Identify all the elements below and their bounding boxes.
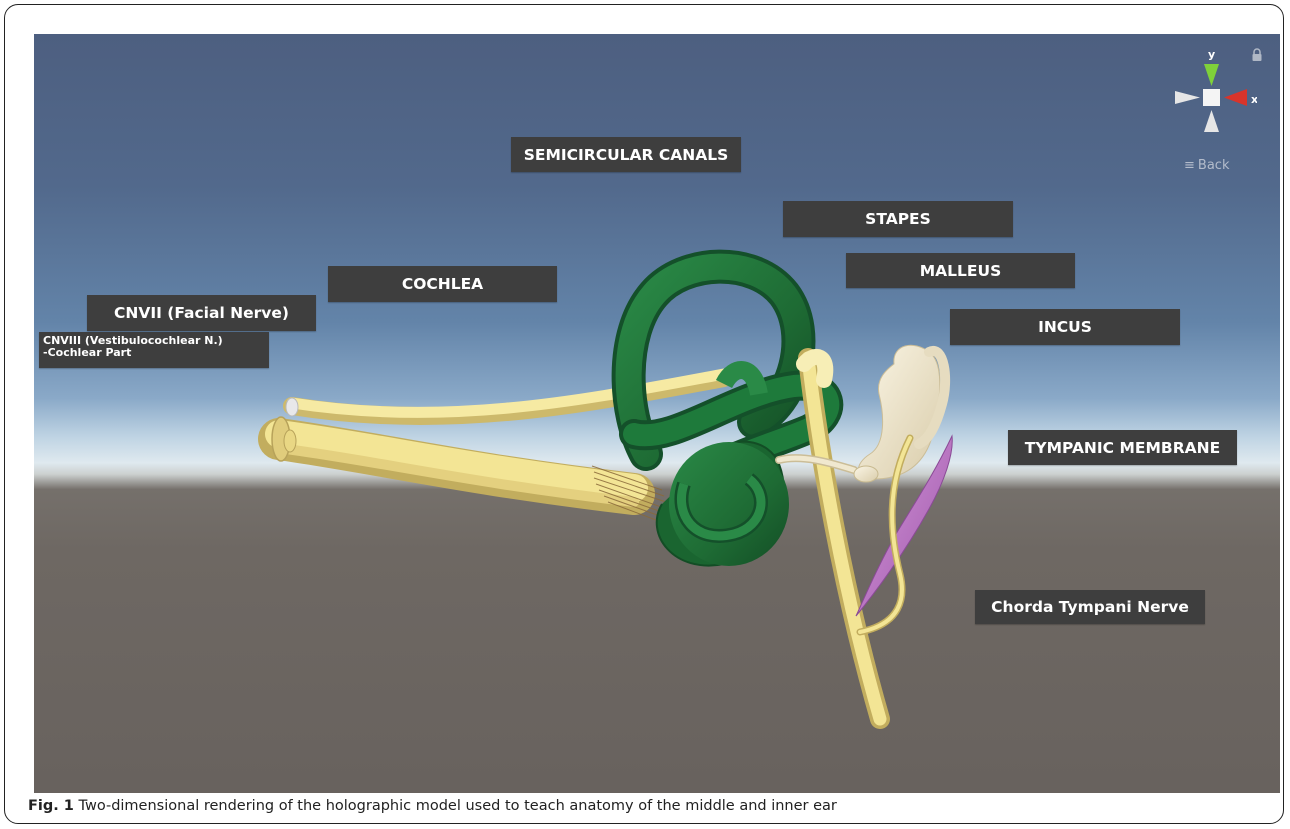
gizmo-y-cone[interactable] [1204,64,1219,86]
back-label: Back [1198,158,1230,173]
label-malleus[interactable]: MALLEUS [846,253,1075,288]
label-incus[interactable]: INCUS [950,309,1180,345]
3d-viewport[interactable]: SEMICIRCULAR CANALS STAPES MALLEUS INCUS… [34,34,1280,793]
caption-prefix: Fig. 1 [28,798,74,814]
label-cochlea[interactable]: COCHLEA [328,266,557,302]
figure-frame: SEMICIRCULAR CANALS STAPES MALLEUS INCUS… [4,4,1284,824]
label-cnvii[interactable]: CNVII (Facial Nerve) [87,295,316,331]
gizmo-neg-x-cone[interactable] [1175,91,1200,104]
gizmo-neg-y-cone[interactable] [1204,110,1219,132]
gizmo-x-cone[interactable] [1224,89,1247,106]
gizmo-y-label: y [1208,48,1215,61]
gizmo-center-cube[interactable] [1203,89,1220,106]
caption-text: Two-dimensional rendering of the hologra… [74,798,837,814]
lock-icon[interactable] [1251,48,1263,62]
semicircular-canals-model [629,267,829,566]
axis-gizmo-icon[interactable]: y x [1167,46,1257,138]
back-button[interactable]: ≡ Back [1184,158,1229,173]
label-tympanic-membrane[interactable]: TYMPANIC MEMBRANE [1008,430,1237,465]
label-cnviii[interactable]: CNVIII (Vestibulocochlear N.) -Cochlear … [39,332,269,368]
label-stapes[interactable]: STAPES [783,201,1013,237]
menu-icon: ≡ [1184,159,1195,172]
label-semicircular-canals[interactable]: SEMICIRCULAR CANALS [511,137,741,172]
label-chorda-tympani[interactable]: Chorda Tympani Nerve [975,590,1205,624]
gizmo-x-label: x [1251,93,1257,106]
figure-caption: Fig. 1 Two-dimensional rendering of the … [28,798,1268,814]
